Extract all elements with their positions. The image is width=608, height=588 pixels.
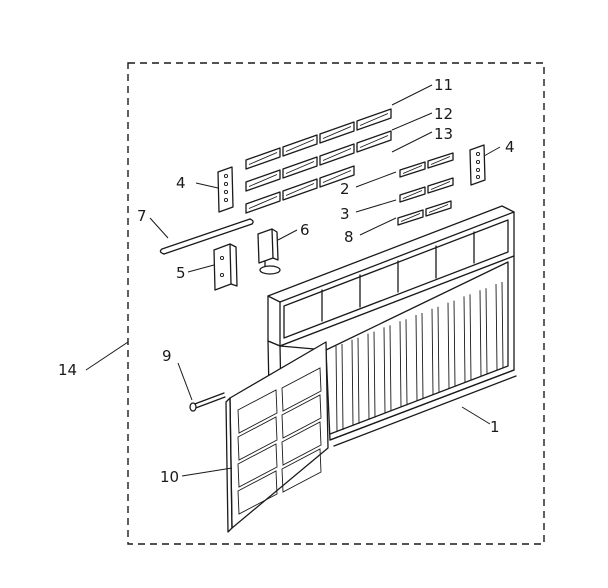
callout-14: 14 [58,361,77,379]
louver-vane-ridge [322,170,352,183]
door-panel-cell [281,421,322,466]
louver-vane-ridge [430,156,451,165]
grille-slat [399,321,402,408]
louver-vane-ridge [285,161,315,174]
mounting-bracket [213,243,238,291]
door-panel-cell [281,448,322,493]
louver-vane-ridge [285,139,315,152]
small-vane-set [397,152,454,226]
grille-slat-shadow [421,312,424,400]
callout-11: 11 [434,76,453,94]
grille-slat-shadow [469,294,472,381]
door-panel-cell [237,470,278,515]
callout-7: 7 [137,207,147,225]
grille-slat-shadow [373,331,376,418]
grille-slat [367,333,370,420]
callout-13: 13 [434,125,453,143]
callout-10: 10 [160,468,179,486]
grille-slat-shadow [341,343,344,431]
callout-6: 6 [300,221,310,239]
pivot-bracket [257,228,281,275]
callout-3: 3 [340,205,350,223]
door-panel-cell [281,394,322,439]
callout-2: 2 [340,180,350,198]
callout-4-left: 4 [176,174,186,192]
vane-bracket-right [469,144,486,186]
vane-bracket-left [217,166,234,213]
callout-1: 1 [490,418,500,436]
grille-slat [447,302,450,389]
grille-slat-shadow [357,337,360,424]
grille-slat-shadow [485,288,488,375]
louver-vane-ridge [428,204,449,213]
grille-slat [335,345,338,433]
callout-8: 8 [344,228,354,246]
louver-vane-ridge [402,165,423,174]
grille-slat-shadow [405,319,408,406]
louver-vane-ridge [322,148,352,161]
louver-vane-ridge [248,174,278,187]
door-panel-cell [281,367,322,412]
grille-slat [383,327,386,414]
louver-vane-ridge [248,152,278,165]
callout-4-right: 4 [505,138,515,156]
grille-slat [351,339,354,426]
grille-slat [415,314,418,402]
callout-9: 9 [162,347,172,365]
grille-slat [431,308,434,395]
grille-slat-shadow [501,281,504,369]
louver-vane-ridge [322,126,352,139]
louver-vane-ridge [402,190,423,199]
door-panel-cell [237,389,278,434]
assembly-boundary [127,62,545,545]
screw [189,392,226,412]
louver-vane-ridge [285,183,315,196]
callout-12: 12 [434,105,453,123]
louver-vane-ridge [400,213,421,222]
callout-5: 5 [176,264,186,282]
door-panel-cell [237,416,278,461]
grille-slat-shadow [389,325,392,412]
grille-slat [495,283,498,371]
louver-vane-ridge [359,113,389,126]
louver-vane-group [245,108,392,214]
louver-vane-ridge [248,196,278,209]
door-panel-cell [237,443,278,488]
grille-frame [267,205,517,449]
grille-slat [479,290,482,377]
louver-vane-ridge [359,135,389,148]
grille-slat-shadow [453,300,456,387]
louver-vane-ridge [430,181,451,190]
grille-slat-shadow [437,306,440,393]
grille-slat [463,296,466,383]
leader-lines [85,84,501,477]
hinged-door [225,341,329,533]
link-rod [159,218,254,255]
